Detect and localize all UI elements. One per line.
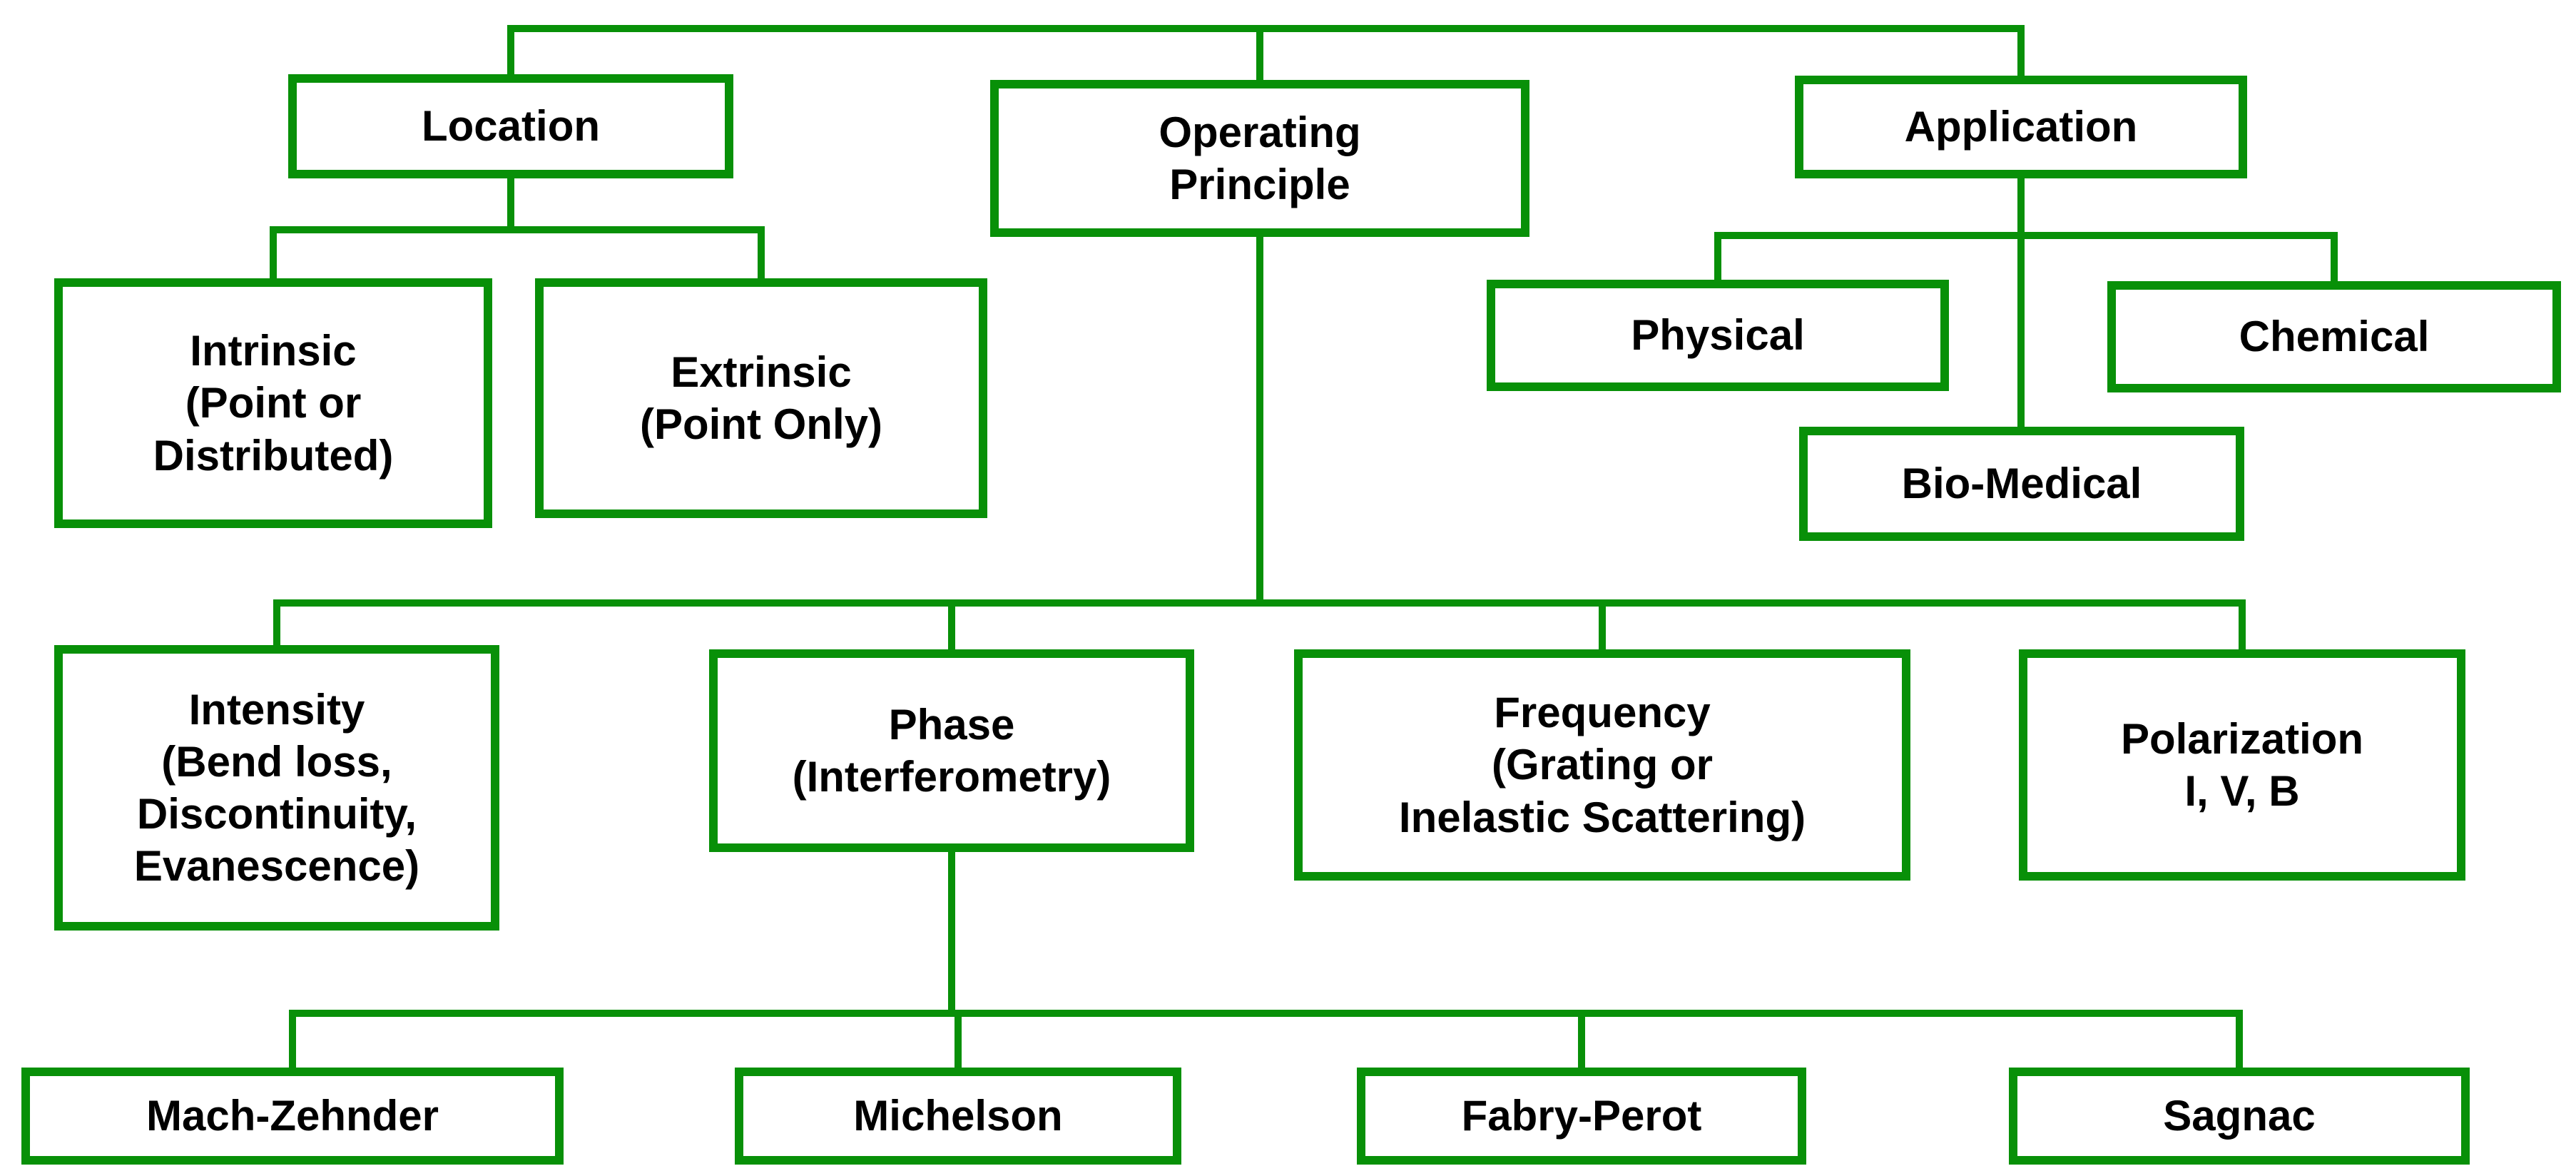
node-fabry-perot: Fabry-Perot: [1357, 1068, 1806, 1165]
node-operating-principle: Operating Principle: [990, 80, 1529, 237]
node-intensity-label: Intensity (Bend loss, Discontinuity, Eva…: [133, 685, 420, 891]
connector-application-down: [2017, 178, 2025, 427]
connector-to-chemical: [2331, 232, 2338, 281]
node-polarization-label: Polarization I, V, B: [2120, 714, 2364, 815]
node-michelson-label: Michelson: [853, 1092, 1063, 1140]
connector-to-phase: [948, 599, 955, 649]
node-location-label: Location: [422, 102, 600, 151]
node-mach-zehnder: Mach-Zehnder: [21, 1068, 564, 1165]
connector-operating-principle-down: [1256, 237, 1263, 607]
node-sagnac: Sagnac: [2009, 1068, 2470, 1165]
node-bio-medical-label: Bio-Medical: [1901, 460, 2142, 508]
node-application-label: Application: [1904, 103, 2138, 151]
connector-root-horizontal: [507, 25, 2025, 32]
node-frequency: Frequency (Grating or Inelastic Scatteri…: [1294, 649, 1910, 881]
node-sagnac-label: Sagnac: [2163, 1092, 2316, 1140]
node-intensity: Intensity (Bend loss, Discontinuity, Eva…: [54, 645, 499, 931]
node-location: Location: [288, 74, 733, 178]
node-extrinsic-label: Extrinsic (Point Only): [640, 348, 882, 448]
connector-location-children-horizontal: [270, 226, 765, 233]
connector-root-to-location: [507, 25, 514, 74]
node-phase-label: Phase (Interferometry): [792, 700, 1111, 801]
node-mach-zehnder-label: Mach-Zehnder: [146, 1092, 439, 1140]
node-polarization: Polarization I, V, B: [2019, 649, 2465, 881]
connector-to-fabry-perot: [1578, 1010, 1585, 1068]
node-frequency-label: Frequency (Grating or Inelastic Scatteri…: [1398, 689, 1806, 841]
node-bio-medical: Bio-Medical: [1799, 427, 2244, 541]
node-physical-label: Physical: [1631, 311, 1805, 360]
node-chemical: Chemical: [2107, 281, 2561, 392]
node-phase: Phase (Interferometry): [709, 649, 1194, 852]
node-operating-principle-label: Operating Principle: [1159, 108, 1361, 208]
connector-location-down: [507, 178, 514, 230]
connector-root-to-operating-principle: [1256, 25, 1263, 80]
node-extrinsic: Extrinsic (Point Only): [535, 278, 987, 518]
connector-to-sagnac: [2236, 1010, 2243, 1068]
connector-to-polarization: [2239, 599, 2246, 649]
node-application: Application: [1795, 76, 2247, 178]
connector-to-intensity: [273, 599, 280, 645]
connector-principle-children-horizontal: [273, 599, 2246, 607]
connector-to-extrinsic: [758, 226, 765, 278]
node-physical: Physical: [1487, 280, 1949, 391]
connector-to-intrinsic: [270, 226, 277, 278]
node-fabry-perot-label: Fabry-Perot: [1461, 1092, 1702, 1140]
connector-phase-down: [948, 852, 955, 1017]
connector-to-michelson: [954, 1010, 962, 1068]
node-intrinsic: Intrinsic (Point or Distributed): [54, 278, 492, 528]
connector-to-frequency: [1599, 599, 1606, 649]
node-intrinsic-label: Intrinsic (Point or Distributed): [153, 327, 394, 480]
connector-root-to-application: [2017, 25, 2025, 76]
node-chemical-label: Chemical: [2239, 313, 2430, 361]
connector-to-physical: [1714, 232, 1721, 280]
connector-application-children-horizontal: [1714, 232, 2338, 239]
connector-to-mach-zehnder: [289, 1010, 296, 1068]
node-michelson: Michelson: [735, 1068, 1181, 1165]
connector-phase-children-horizontal: [289, 1010, 2243, 1017]
